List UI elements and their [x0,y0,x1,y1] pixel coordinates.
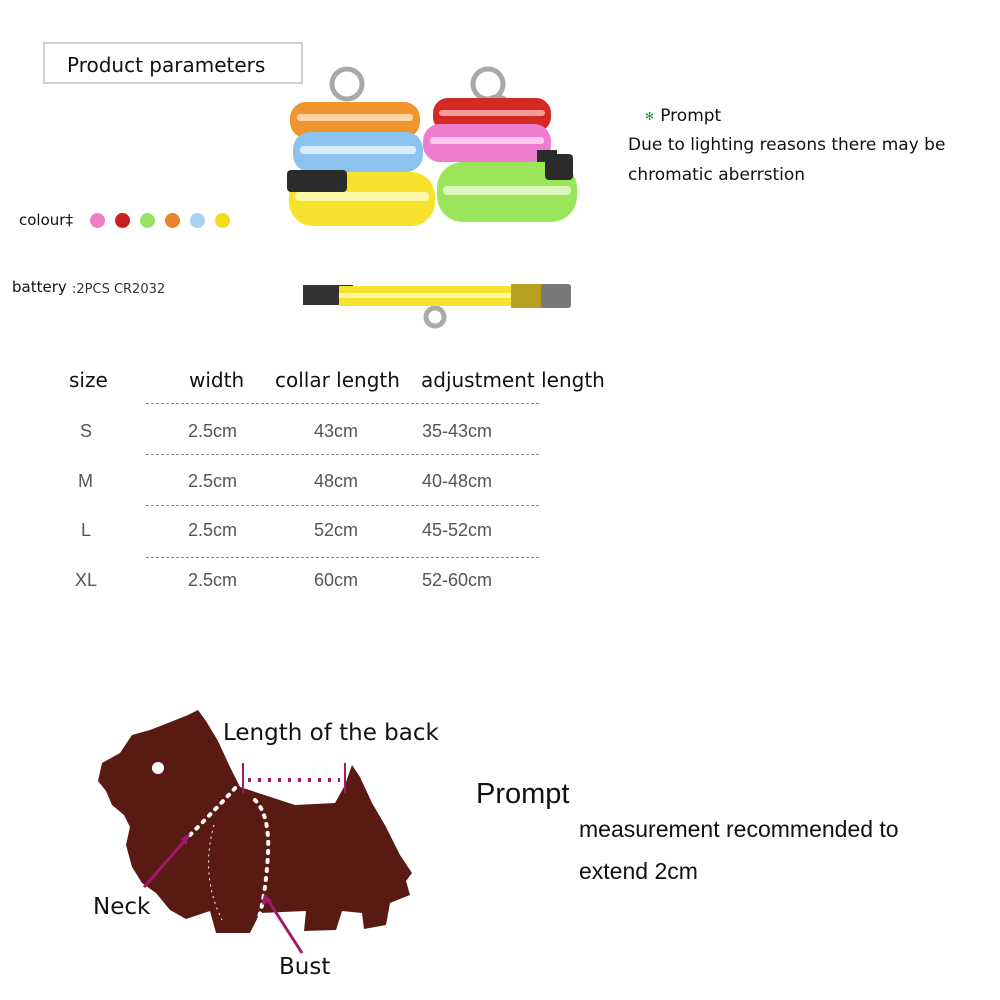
buckle-icon [287,170,347,192]
table-divider [146,454,539,455]
table-divider [146,505,539,506]
header-adjustment-length: adjustment length [421,368,605,392]
header-collar-length: collar length [275,368,400,392]
buckle-icon [541,284,571,308]
bust-label: Bust [279,954,331,980]
colour-swatch [115,213,130,228]
collar-length-cell: 60cm [314,570,359,590]
star-icon: ✻ [645,109,655,123]
header-size: size [69,368,108,392]
bust-arrow-icon [264,896,304,954]
measurement-prompt-text: measurement recommended to extend 2cm [579,816,899,884]
adjustment-length-cell: 35-43cm [422,421,493,441]
prompt-heading: ✻Prompt [645,106,722,126]
colour-swatch [215,213,230,228]
colour-swatch [140,213,155,228]
product-parameters-title-box: Product parameters [43,42,303,84]
colour-swatch [90,213,105,228]
page-title: Product parameters [67,53,266,77]
adjustment-length-cell: 40-48cm [422,471,493,491]
dog-measurement-diagram [98,710,412,954]
buckle-icon [545,154,573,180]
neck-arrow-icon [142,836,190,888]
bust-marker [253,798,271,922]
width-cell: 2.5cm [188,421,238,441]
collar-product-photo [287,66,577,329]
neck-marker [188,783,240,837]
colour-swatch [190,213,205,228]
table-divider [146,557,539,558]
collar-length-cell: 52cm [314,520,359,540]
d-ring-icon [329,66,365,102]
adjustment-length-cell: 52-60cm [422,570,493,590]
width-cell: 2.5cm [188,570,238,590]
dog-silhouette [98,710,412,933]
adjustment-length-cell: 45-52cm [422,520,493,540]
dog-eye [152,762,164,774]
header-width: width [189,368,245,392]
size-cell: L [81,520,92,540]
colour-swatches [90,213,230,228]
d-ring-icon [423,305,447,329]
battery-label: battery [12,278,67,296]
prompt-note: Due to lighting reasons there may be chr… [628,135,946,185]
colour-label: colour‡ [19,211,73,229]
d-ring-icon [470,66,506,102]
table-divider [146,403,539,404]
size-cell: XL [75,570,98,590]
size-cell: M [78,471,93,491]
width-cell: 2.5cm [188,520,238,540]
neck-label: Neck [93,894,151,920]
measurement-prompt-title: Prompt [476,778,570,810]
back-length-label: Length of the back [223,720,439,746]
collar-length-cell: 48cm [314,471,359,491]
collar-length-cell: 43cm [314,421,359,441]
width-cell: 2.5cm [188,471,238,491]
battery-value: :2PCS CR2032 [72,282,166,297]
size-cell: S [80,421,93,441]
colour-swatch [165,213,180,228]
